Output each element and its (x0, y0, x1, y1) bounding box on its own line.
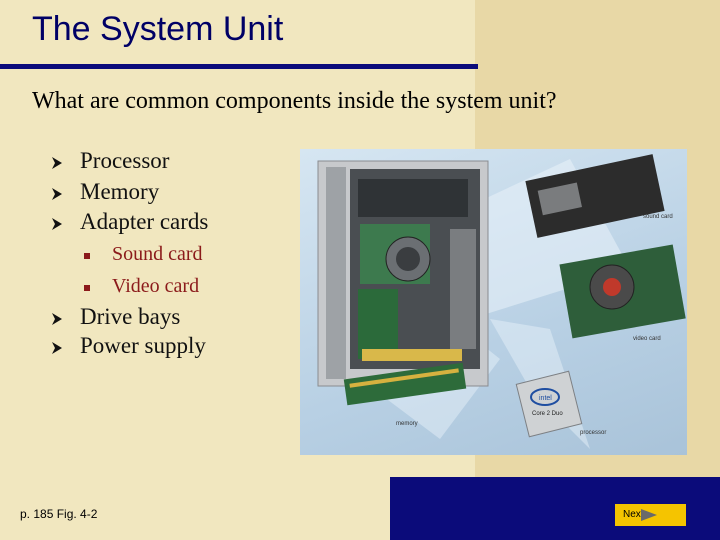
bullet-processor: Processor (80, 148, 170, 173)
bullet-power-supply: Power supply (80, 333, 206, 358)
sub-bullet-square-icon (84, 285, 90, 291)
title-underline (0, 64, 478, 69)
bullet-memory: Memory (80, 179, 160, 204)
bullet-arrow-icon (52, 342, 62, 354)
bullet-arrow-icon (52, 188, 62, 200)
label-memory: memory (396, 421, 418, 427)
label-sound-card: sound card (643, 214, 673, 220)
next-button[interactable]: Next (615, 504, 686, 526)
chip-brand-label: intel (539, 395, 552, 402)
bullet-arrow-icon (52, 157, 62, 169)
figure-caption: p. 185 Fig. 4-2 (20, 507, 98, 521)
bullet-adapter-cards: Adapter cards (80, 209, 209, 234)
chip-model-label: Core 2 Duo (532, 411, 563, 417)
bullet-arrow-icon (52, 313, 62, 325)
sub-bullet-square-icon (84, 253, 90, 259)
slide-question: What are common components inside the sy… (32, 88, 557, 114)
slide-title: The System Unit (32, 10, 284, 48)
system-unit-illustration: intel Core 2 Duo sound card video card m… (317, 154, 686, 449)
label-processor: processor (580, 430, 606, 436)
next-arrow-icon (641, 509, 657, 521)
system-unit-photo: intel Core 2 Duo sound card video card m… (300, 149, 687, 455)
sub-bullet-sound-card: Sound card (112, 243, 203, 265)
next-button-label: Next (623, 509, 644, 520)
bullet-drive-bays: Drive bays (80, 304, 181, 329)
label-video-card: video card (633, 336, 661, 342)
sub-bullet-video-card: Video card (112, 275, 200, 297)
bullet-arrow-icon (52, 218, 62, 230)
